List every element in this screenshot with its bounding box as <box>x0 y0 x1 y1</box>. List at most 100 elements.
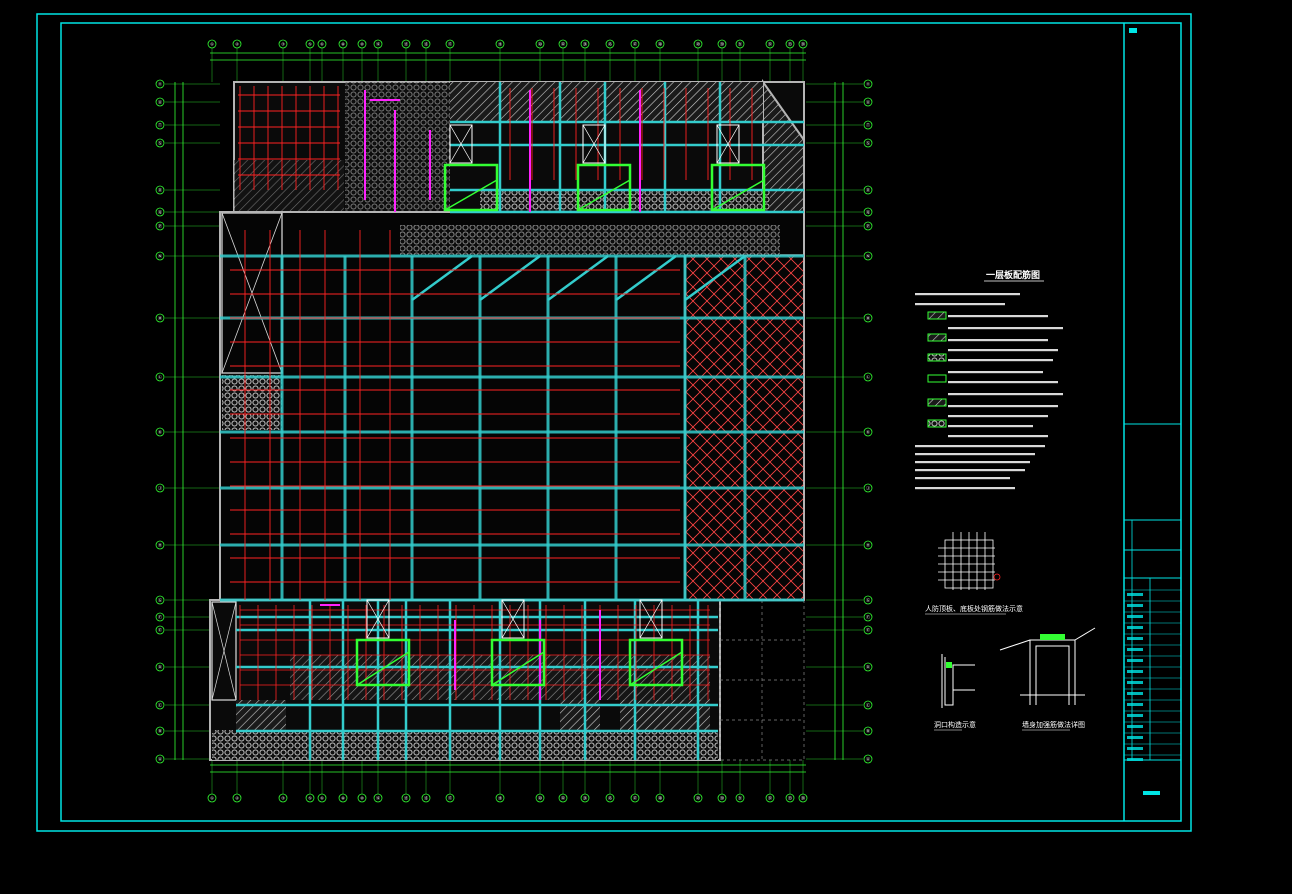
grid-column-label: ① <box>210 42 214 47</box>
grid-row-bubble <box>863 313 873 323</box>
grid-column-label: ⑲ <box>498 795 502 801</box>
grid-row-bubble <box>155 726 165 736</box>
detail-wall <box>999 627 1096 705</box>
grid-column-label: ⑰ <box>448 41 452 47</box>
grid-row-label: Ⓠ <box>158 209 162 215</box>
grid-row-bubble <box>155 185 165 195</box>
grid-row-bubble <box>863 540 873 550</box>
stair-core <box>443 163 499 212</box>
grid-row-label: Ⓝ <box>866 253 870 259</box>
grid-row-bubble <box>155 625 165 635</box>
general-notes: 一层板配筋图 <box>915 269 1063 490</box>
grid-row-bubble <box>863 726 873 736</box>
grid-row-label: Ⓣ <box>866 122 870 128</box>
grid-row-label: Ⓟ <box>866 223 870 229</box>
grid-row-bubble <box>155 313 165 323</box>
grid-column-label: ㉛ <box>738 795 742 801</box>
grid-column-label: ㉗ <box>633 795 637 801</box>
stair-core <box>576 163 632 212</box>
grid-column-label: ㉙ <box>696 41 700 47</box>
grid-row-label: Ⓤ <box>158 99 162 105</box>
stair-core <box>628 638 684 687</box>
title-block <box>1123 23 1181 821</box>
grid-row-bubble <box>863 595 873 605</box>
grid-row-label: Ⓐ <box>158 756 162 762</box>
grid-row-bubble <box>863 251 873 261</box>
grid-column-label: ⑩ <box>360 42 364 47</box>
grid-column-label: ㉞ <box>801 795 805 801</box>
grid-row-bubble <box>863 372 873 382</box>
stair-core <box>490 638 546 687</box>
grid-row-label: Ⓟ <box>158 223 162 229</box>
legend-swatch <box>927 353 947 362</box>
grid-column-label: ⑲ <box>498 41 502 47</box>
grid-row-label: Ⓢ <box>866 140 870 146</box>
grid-column-label: ⑧ <box>341 796 345 801</box>
grid-row-bubble <box>155 97 165 107</box>
grid-row-bubble <box>155 427 165 437</box>
grid-row-label: Ⓓ <box>866 664 870 670</box>
grid-row-label: Ⓚ <box>866 429 870 435</box>
grid-row-label: Ⓛ <box>158 374 162 380</box>
grid-column-label: ⑬ <box>404 795 408 801</box>
grid-column-label: ㉝ <box>788 795 792 801</box>
grid-column-label: ① <box>210 796 214 801</box>
legend-swatch <box>927 333 947 342</box>
grid-column-label: ⑳ <box>538 41 542 47</box>
grid-row-label: Ⓥ <box>866 81 870 87</box>
grid-row-label: Ⓠ <box>866 209 870 215</box>
grid-column-label: ② <box>235 42 239 47</box>
grid-column-label: ㉜ <box>768 41 772 47</box>
stair-core <box>355 638 411 687</box>
grid-column-label: ㉘ <box>658 41 662 47</box>
legend-swatch <box>927 374 947 383</box>
grid-row-label: Ⓒ <box>866 702 870 708</box>
detail-caption-1: 人防顶板、底板处钢筋做法示意 <box>925 604 1023 613</box>
grid-column-label: ⑧ <box>341 42 345 47</box>
legend-swatch <box>927 419 947 428</box>
grid-column-label: ② <box>235 796 239 801</box>
grid-row-label: Ⓗ <box>866 542 870 548</box>
grid-row-label: Ⓔ <box>866 627 870 633</box>
grid-column-label: ㉘ <box>658 795 662 801</box>
grid-column-label: ㉗ <box>633 41 637 47</box>
grid-row-label: Ⓕ <box>866 614 870 620</box>
grid-row-label: Ⓑ <box>866 728 870 734</box>
detail-rebar-grid <box>938 532 1001 590</box>
grid-column-label: ㉕ <box>608 795 612 801</box>
grid-row-bubble <box>155 754 165 764</box>
grid-column-label: ③ <box>281 42 285 47</box>
grid-row-bubble <box>863 221 873 231</box>
grid-row-bubble <box>863 97 873 107</box>
outer-frame <box>36 13 1192 832</box>
drawing-title: 一层板配筋图 <box>986 269 1040 281</box>
grid-row-bubble <box>863 625 873 635</box>
grid-column-label: ③ <box>281 796 285 801</box>
dimension-lines <box>174 52 844 773</box>
grid-row-label: Ⓣ <box>158 122 162 128</box>
grid-row-label: Ⓒ <box>158 702 162 708</box>
grid-row-bubble <box>863 207 873 217</box>
grid-row-label: Ⓤ <box>866 99 870 105</box>
grid-column-label: ⑫ <box>376 41 380 47</box>
grid-row-label: Ⓖ <box>866 597 870 603</box>
grid-row-bubble <box>155 251 165 261</box>
grid-row-bubble <box>155 595 165 605</box>
grid-row-bubble <box>863 427 873 437</box>
grid-row-label: Ⓑ <box>158 728 162 734</box>
grid-column-label: ⑳ <box>538 795 542 801</box>
grid-row-bubble <box>155 79 165 89</box>
grid-column-label: ⑰ <box>448 795 452 801</box>
grid-row-bubble <box>863 662 873 672</box>
grid-row-label: Ⓙ <box>158 485 162 491</box>
grid-row-bubble <box>155 662 165 672</box>
grid-row-label: Ⓓ <box>158 664 162 670</box>
grid-column-label: ⑤ <box>308 796 312 801</box>
grid-row-bubble <box>863 754 873 764</box>
grid-column-label: ⑬ <box>404 41 408 47</box>
grid-row-label: Ⓔ <box>158 627 162 633</box>
grid-row-bubble <box>155 207 165 217</box>
grid-column-label: ㉔ <box>583 795 587 801</box>
grid-row-label: Ⓝ <box>158 253 162 259</box>
grid-column-label: ㉛ <box>738 41 742 47</box>
